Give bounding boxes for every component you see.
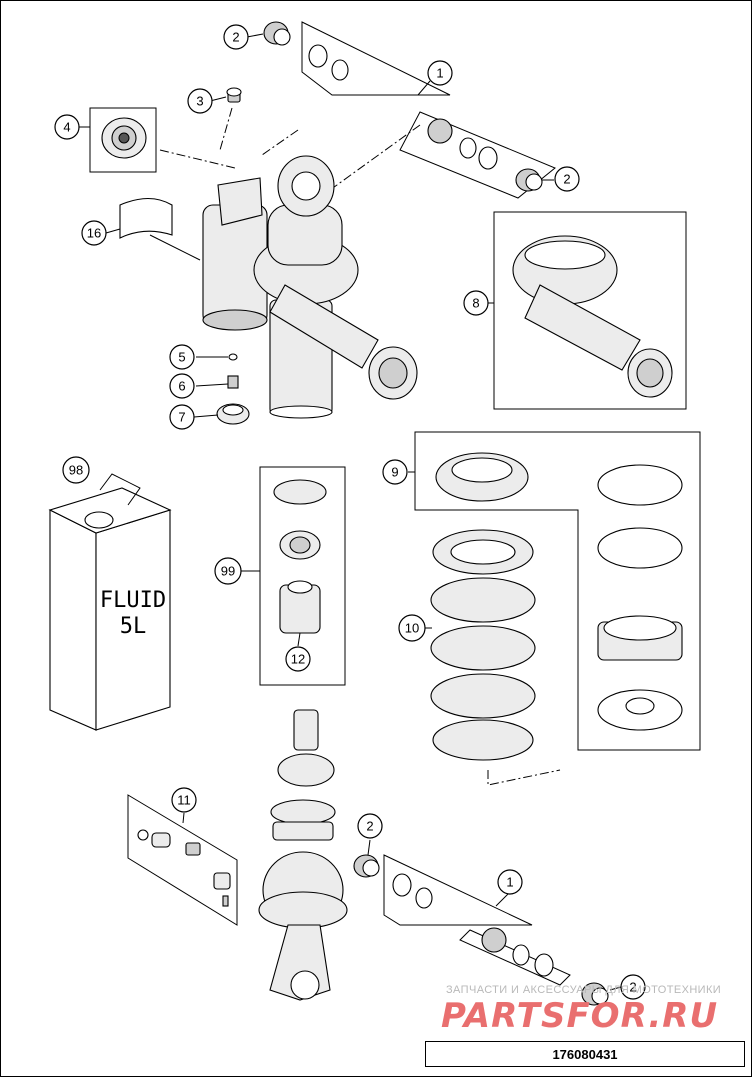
lower-ring-1 — [392, 873, 412, 897]
part-code-box: 176080431 — [425, 1041, 745, 1067]
adjuster-knob-arm — [269, 284, 418, 400]
part-98-fluid-can — [48, 473, 172, 731]
svg-text:11: 11 — [177, 793, 191, 808]
svg-text:12: 12 — [291, 652, 305, 667]
callout-7: 7 — [169, 404, 195, 430]
svg-text:98: 98 — [69, 463, 83, 478]
svg-text:99: 99 — [221, 564, 235, 579]
leader-3-dash — [219, 107, 233, 151]
lower-ring-3 — [512, 944, 530, 966]
callout-12: 12 — [285, 646, 311, 672]
leader-9-dash — [487, 769, 561, 786]
part-7-seal — [216, 403, 250, 425]
upper-ring-2 — [331, 59, 349, 81]
upper-seal-left — [263, 21, 291, 46]
lower-ring-4 — [534, 953, 554, 977]
svg-text:16: 16 — [87, 226, 101, 241]
lower-bushing — [481, 927, 507, 953]
upper-ring-3 — [459, 137, 477, 159]
callout-11: 11 — [171, 787, 197, 813]
callout-10: 10 — [398, 614, 426, 642]
svg-text:7: 7 — [178, 410, 185, 425]
part-3-valve-cap — [226, 87, 242, 103]
callout-6: 6 — [169, 373, 195, 399]
callout-1-top: 1 — [427, 60, 453, 86]
callout-2-lower-left: 2 — [357, 813, 383, 839]
callout-99: 99 — [214, 557, 242, 585]
upper-bushing — [427, 118, 453, 144]
callout-2-lower-right: 2 — [620, 974, 646, 1000]
svg-text:1: 1 — [436, 66, 443, 81]
svg-text:2: 2 — [366, 819, 373, 834]
svg-text:4: 4 — [63, 120, 70, 135]
svg-text:3: 3 — [196, 94, 203, 109]
fluid-can-label-line2: 5L — [119, 614, 147, 639]
part-4-adjuster — [89, 107, 157, 173]
lower-seal-left — [353, 854, 380, 878]
callout-4: 4 — [54, 114, 80, 140]
shock-body-lower — [258, 709, 348, 1001]
shock-body-upper — [253, 155, 359, 419]
callout-1-lower: 1 — [497, 869, 523, 895]
shock-reservoir — [202, 177, 268, 331]
callout-2-top-right: 2 — [554, 166, 580, 192]
watermark-logo: PARTSFOR.RU — [441, 996, 719, 1036]
lower-ring-2 — [415, 887, 433, 909]
leader-16-dash — [149, 234, 201, 261]
lower-seal-right — [581, 982, 609, 1006]
leader-upper-dash-2 — [329, 124, 421, 191]
upper-bushing-kit-outline — [301, 21, 556, 199]
svg-text:9: 9 — [391, 465, 398, 480]
part-6-nut — [227, 375, 239, 389]
callout-9: 9 — [382, 459, 408, 485]
callout-16: 16 — [81, 220, 107, 246]
watermark-caption: ЗАПЧАСТИ И АКСЕССУАРЫ ДЛЯ МОТОТЕХНИКИ — [446, 984, 722, 996]
svg-text:2: 2 — [232, 30, 239, 45]
part-10-spring — [430, 529, 536, 761]
callout-98: 98 — [62, 456, 90, 484]
upper-ring-4 — [478, 146, 498, 170]
callout-5: 5 — [169, 344, 195, 370]
svg-text:5: 5 — [178, 350, 185, 365]
part-16-sticker — [119, 197, 173, 239]
upper-seal-right — [515, 168, 543, 192]
upper-ring-1 — [308, 44, 328, 68]
svg-text:2: 2 — [629, 980, 636, 995]
part-99-seal-kit — [259, 466, 346, 686]
svg-text:10: 10 — [405, 621, 419, 636]
part-9-spring-retainer-box — [414, 431, 701, 751]
callout-2-top-left: 2 — [223, 24, 249, 50]
part-5-washer — [228, 353, 238, 361]
callout-8: 8 — [463, 290, 489, 316]
leader-4-dash — [159, 149, 236, 169]
part-code: 176080431 — [552, 1046, 618, 1062]
part-11-valve-kit — [127, 794, 238, 926]
callout-3: 3 — [187, 88, 213, 114]
svg-text:2: 2 — [563, 172, 570, 187]
svg-text:6: 6 — [178, 379, 185, 394]
leader-upper-dash — [261, 129, 299, 156]
svg-text:8: 8 — [472, 296, 479, 311]
svg-text:1: 1 — [506, 875, 513, 890]
callout-leaders — [79, 33, 622, 991]
fluid-can-label-line1: FLUID — [99, 588, 167, 613]
part-8-adjuster-box — [493, 211, 687, 410]
